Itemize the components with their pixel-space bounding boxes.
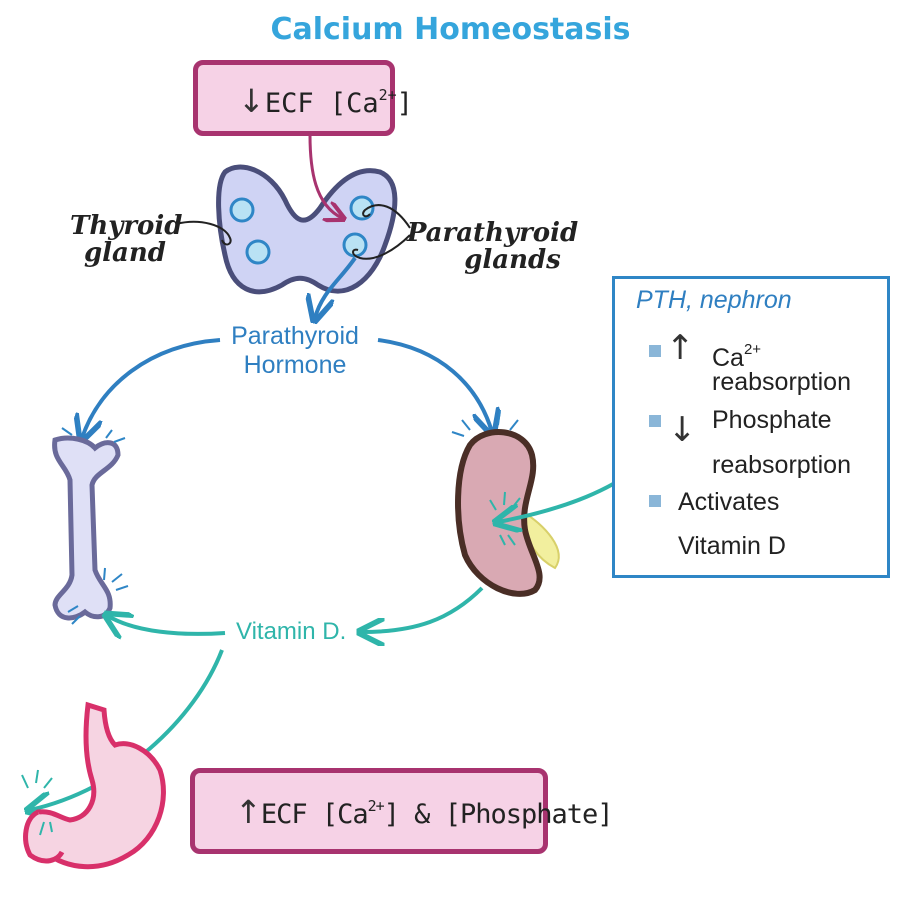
up-arrow-icon: ↑ xyxy=(235,793,262,831)
ecf-calcium-phosphate-increase-text: ↑ECF [Ca2+] & [Phosphate] xyxy=(235,793,614,831)
thyroid-gland-label: Thyroid gland xyxy=(70,211,183,268)
pth-nephron-title: PTH, nephron xyxy=(636,286,792,314)
activity-ticks-teal xyxy=(21,491,521,836)
down-arrow-icon: ↓ xyxy=(668,410,697,450)
parathyroid-gland xyxy=(349,195,375,221)
diagram-title: Calcium Homeostasis xyxy=(270,12,631,47)
parathyroid-gland xyxy=(342,232,368,258)
vitamin-d-label: Vitamin D. xyxy=(236,618,347,645)
pth-item-calcium-reabsorption: reabsorption xyxy=(712,368,851,396)
pth-item-vitamin-d: Vitamin D xyxy=(678,532,786,560)
thyroid-gland-shape xyxy=(216,164,398,295)
parathyroid-gland xyxy=(229,197,255,223)
bone-shape xyxy=(52,435,121,621)
bullet-icon xyxy=(649,495,661,507)
parathyroid-hormone-label: Parathyroid Hormone xyxy=(231,322,359,379)
pth-item-activates: Activates xyxy=(678,488,780,516)
parathyroid-gland xyxy=(245,239,271,265)
down-arrow-icon: ↓ xyxy=(238,82,265,120)
ecf-calcium-decrease-box xyxy=(193,60,395,136)
up-arrow-icon: ↑ xyxy=(666,328,695,368)
pth-item-phosphate: Phosphate xyxy=(712,406,832,434)
ecf-calcium-phosphate-increase-box xyxy=(190,768,548,854)
pth-item-calcium: Ca2+ xyxy=(712,341,762,372)
bullet-icon xyxy=(649,415,661,427)
ecf-calcium-decrease-text: ↓ECF [Ca2+] xyxy=(238,82,413,120)
pth-nephron-panel xyxy=(612,276,890,578)
activity-ticks xyxy=(61,409,519,625)
pth-item-phosphate-reabsorption: reabsorption xyxy=(712,451,851,479)
kidney-shape xyxy=(455,429,543,597)
bullet-icon xyxy=(649,345,661,357)
parathyroid-glands-label: Parathyroid glands xyxy=(406,218,579,275)
